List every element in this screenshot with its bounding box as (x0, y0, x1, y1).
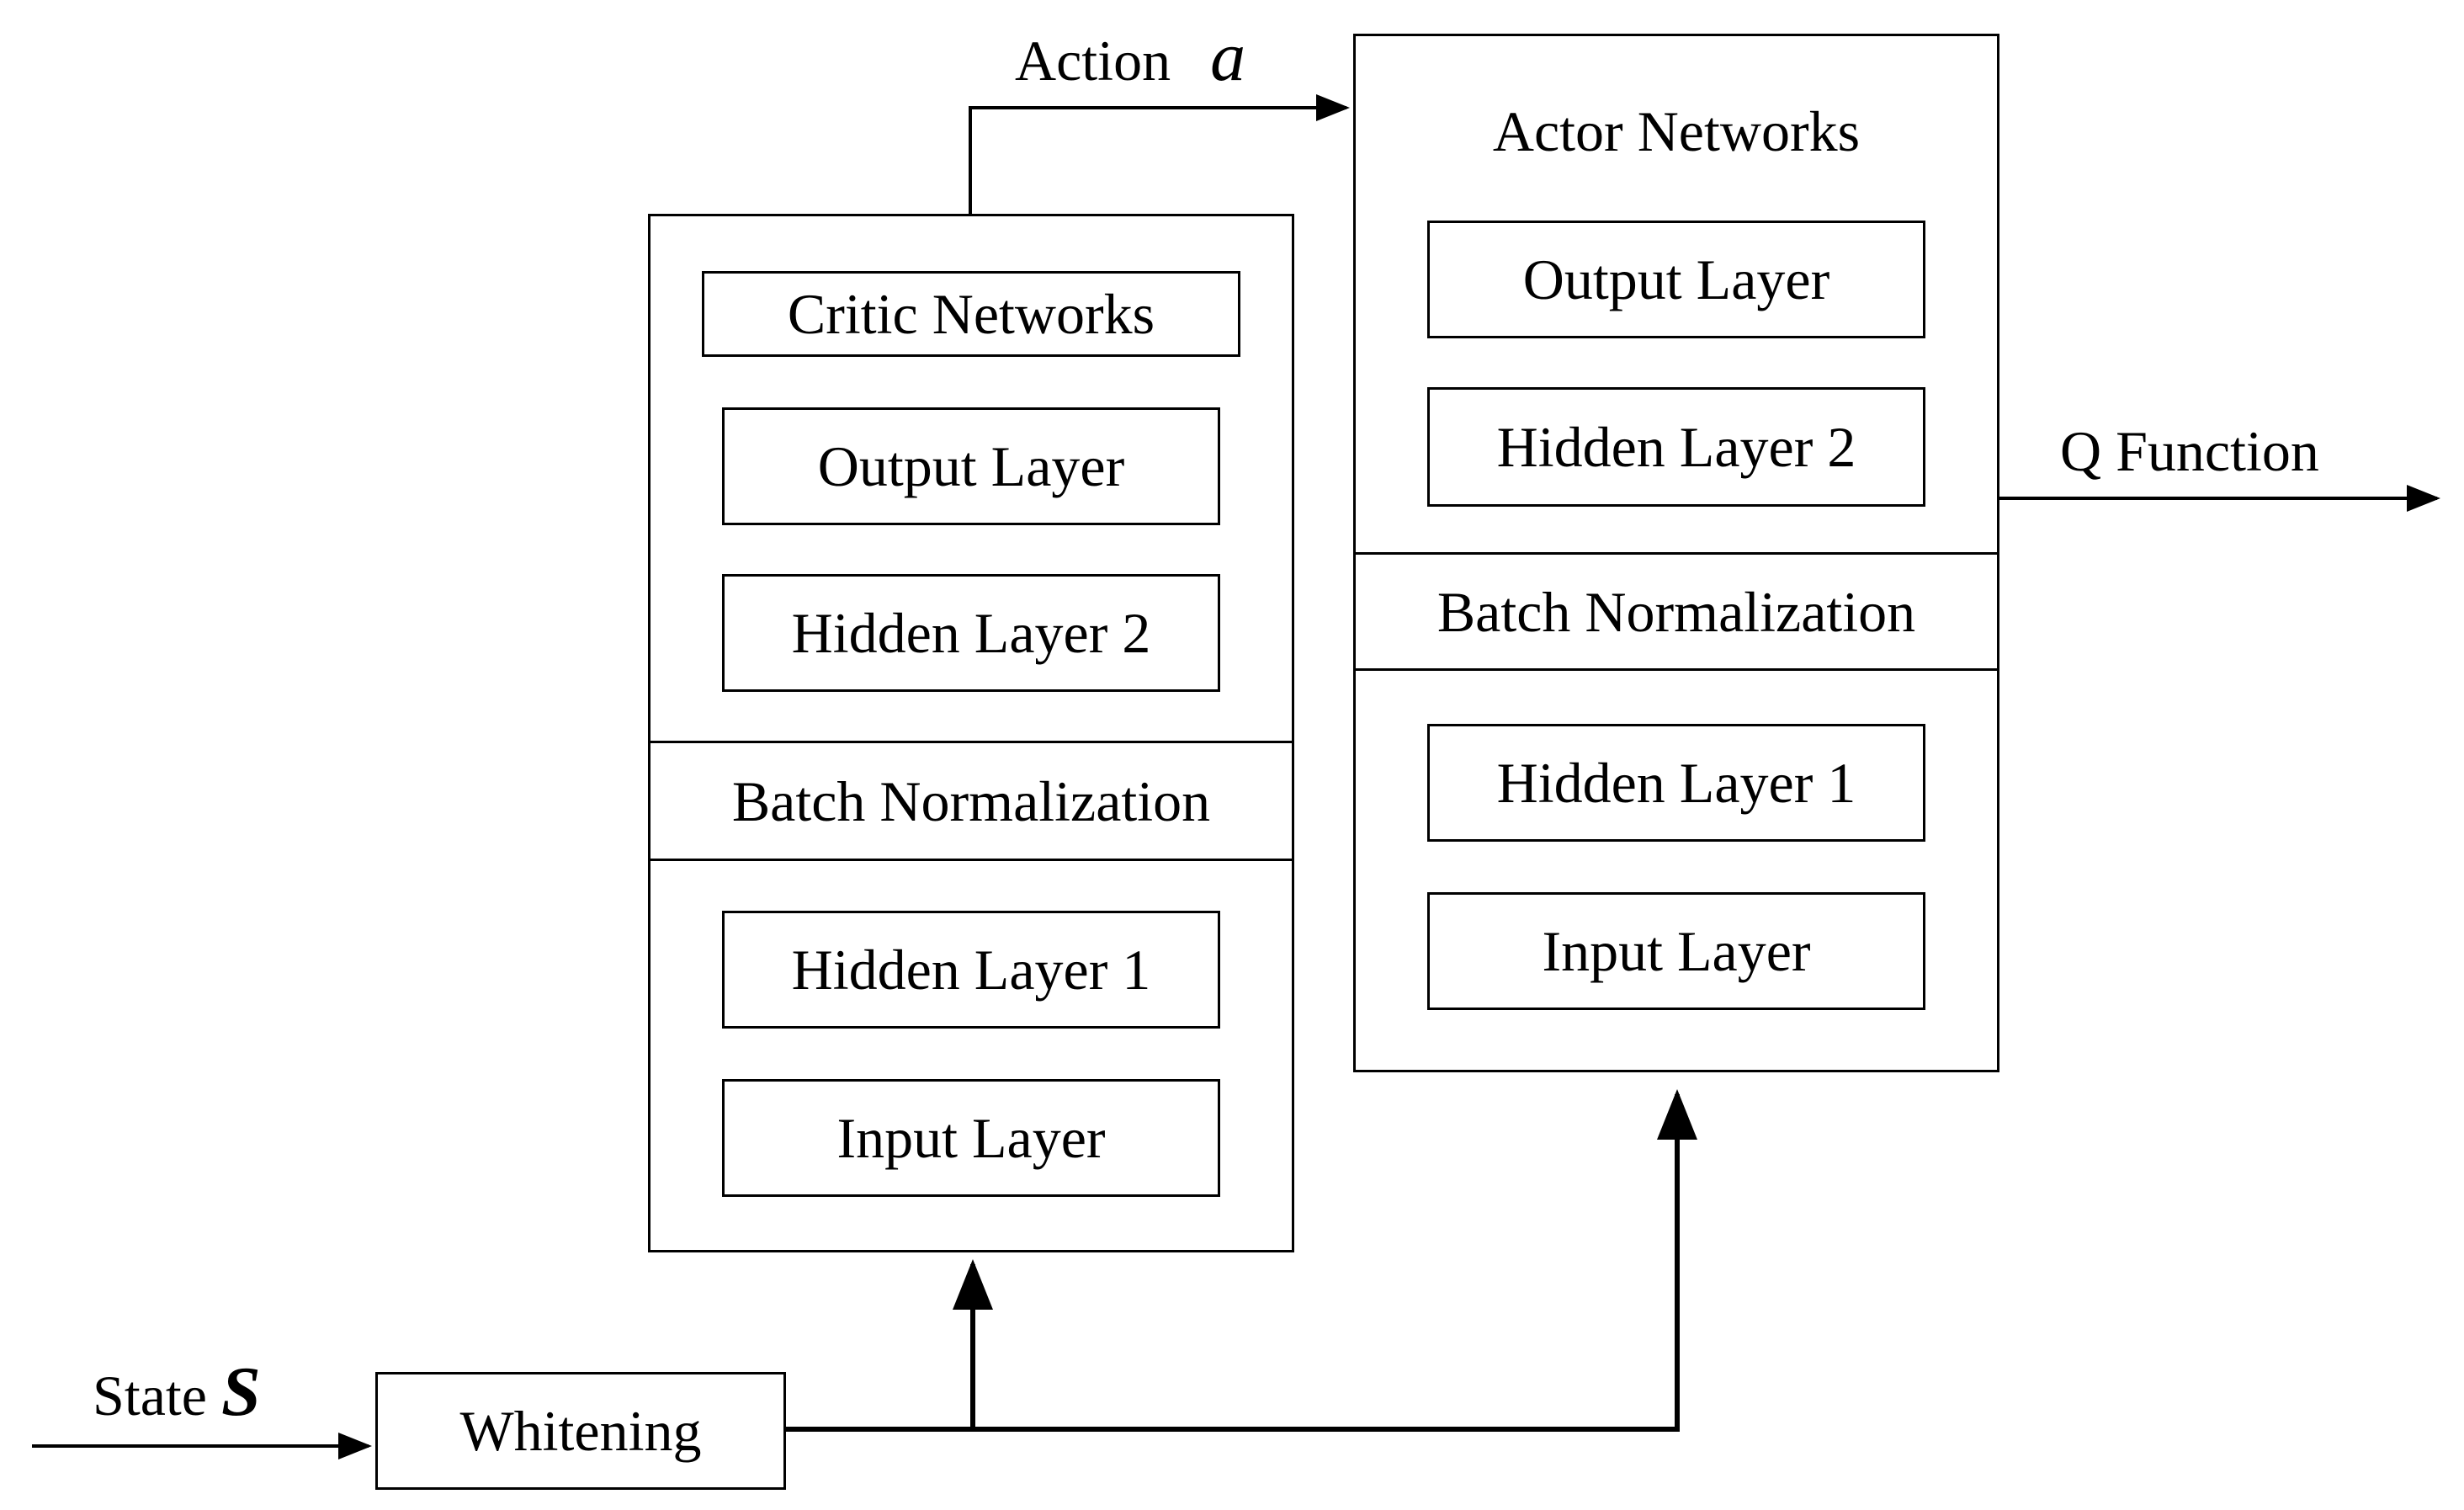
actor-batch-norm-divider-top (1353, 552, 1999, 555)
action-label: Action a (1015, 22, 1245, 93)
action-symbol: a (1210, 18, 1246, 96)
actor-batch-normalization: Batch Normalization (1436, 580, 1916, 644)
actor-hidden-layer-2: Hidden Layer 2 (1427, 387, 1925, 507)
action-label-text: Action (1015, 29, 1171, 93)
actor-batch-norm-divider-bottom (1353, 668, 1999, 671)
actor-input-layer: Input Layer (1427, 892, 1925, 1010)
state-label: State S (93, 1357, 261, 1428)
critic-networks-panel (648, 214, 1294, 1252)
actor-networks-title: Actor Networks (1492, 99, 1861, 163)
critic-networks-title: Critic Networks (702, 271, 1240, 357)
q-function-label: Q Function (2060, 419, 2319, 483)
state-label-text: State (93, 1364, 207, 1428)
critic-hidden-layer-1: Hidden Layer 1 (722, 911, 1220, 1029)
critic-batch-normalization: Batch Normalization (731, 769, 1211, 833)
action-arrow (969, 94, 1350, 214)
whitening-output-bus (784, 1089, 1697, 1432)
critic-input-layer: Input Layer (722, 1079, 1220, 1197)
critic-hidden-layer-2: Hidden Layer 2 (722, 574, 1220, 692)
actor-hidden-layer-1: Hidden Layer 1 (1427, 724, 1925, 842)
actor-output-layer: Output Layer (1427, 221, 1925, 338)
critic-batch-norm-divider-top (648, 741, 1294, 743)
critic-batch-norm-divider-bottom (648, 859, 1294, 861)
critic-output-layer: Output Layer (722, 407, 1220, 525)
state-symbol: S (220, 1353, 261, 1431)
whitening-block: Whitening (375, 1372, 786, 1490)
